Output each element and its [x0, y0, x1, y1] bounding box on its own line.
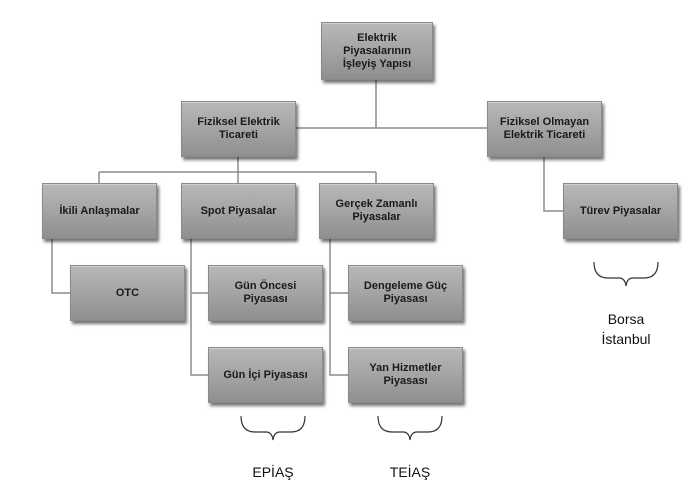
connector-nonphysical-derivatives: [543, 157, 563, 212]
realtime-markets-node: Gerçek Zamanlı Piyasalar: [319, 183, 434, 239]
ancillary-services-market-node: Yan Hizmetler Piyasası: [348, 347, 463, 403]
caption-borsa: Borsa: [607, 311, 645, 327]
spot-markets-node: Spot Piyasalar: [181, 183, 296, 239]
brace-teias: [377, 415, 443, 441]
intraday-market-node: Gün İçi Piyasası: [208, 347, 323, 403]
bilateral-agreements-node: İkili Anlaşmalar: [42, 183, 157, 239]
connector-spot-children: [190, 239, 208, 376]
caption-teias: TEİAŞ: [389, 464, 431, 480]
brace-epias: [240, 415, 306, 441]
balancing-power-market-node: Dengeleme Güç Piyasası: [348, 265, 463, 321]
otc-node: OTC: [70, 265, 185, 321]
caption-istanbul: İstanbul: [601, 331, 651, 347]
connector-bilateral-otc: [51, 239, 70, 294]
physical-trade-node: Fiziksel Elektrik Ticareti: [181, 101, 296, 157]
root-node: Elektrik Piyasalarının İşleyiş Yapısı: [321, 22, 433, 80]
caption-epias: EPİAŞ: [252, 464, 294, 480]
brace-borsa: [593, 261, 659, 287]
connector-root-level1: [296, 80, 487, 129]
connector-physical-level2: [98, 157, 377, 183]
non-physical-trade-node: Fiziksel Olmayan Elektrik Ticareti: [487, 101, 602, 157]
derivatives-markets-node: Türev Piyasalar: [563, 183, 678, 239]
day-ahead-market-node: Gün Öncesi Piyasası: [208, 265, 323, 321]
connector-realtime-children: [329, 239, 348, 376]
